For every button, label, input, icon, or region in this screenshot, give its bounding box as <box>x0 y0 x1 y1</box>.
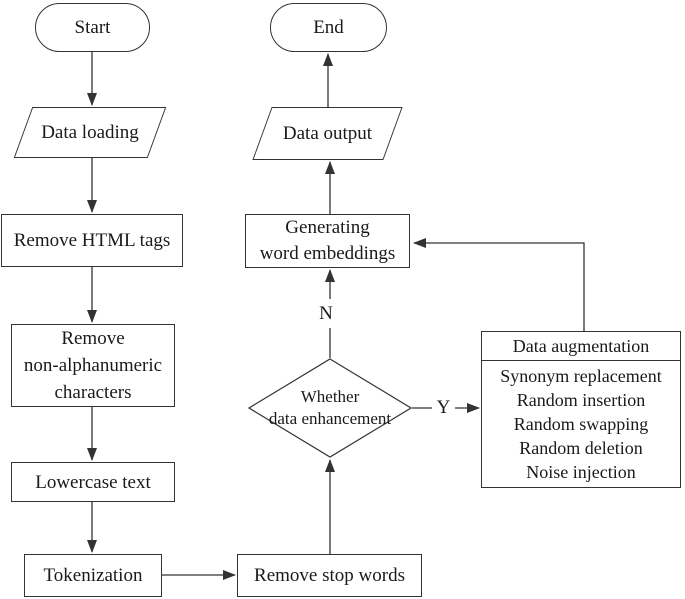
data-augmentation-item: Random insertion <box>516 390 646 410</box>
node-remove-html-tags: Remove HTML tags <box>1 214 183 267</box>
node-remove-non-alphanumeric: Remove non-alphanumeric characters <box>11 324 175 407</box>
node-remove-stop-words: Remove stop words <box>237 554 422 597</box>
node-decision-line2: data enhancement <box>268 409 392 428</box>
node-start: Start <box>35 3 150 52</box>
data-augmentation-item: Synonym replacement <box>500 366 662 386</box>
node-end-label: End <box>313 17 344 38</box>
node-lowercase-text: Lowercase text <box>11 462 175 502</box>
node-data-output-label: Data output <box>282 123 373 144</box>
node-generating-word-embeddings: Generating word embeddings <box>245 214 410 268</box>
data-augmentation-item: Random deletion <box>519 438 643 458</box>
edge-label-n: N <box>314 299 338 328</box>
node-remove-stop-words-label: Remove stop words <box>254 565 405 586</box>
node-start-label: Start <box>74 17 111 38</box>
node-end: End <box>270 3 387 52</box>
node-remove-non-alphanumeric-line1: Remove <box>61 328 125 349</box>
node-data-loading-label: Data loading <box>41 122 139 143</box>
node-data-output: Data output <box>252 107 403 160</box>
data-augmentation-title: Data augmentation <box>482 332 680 361</box>
node-data-loading: Data loading <box>13 107 167 158</box>
node-remove-non-alphanumeric-line3: characters <box>54 382 132 403</box>
node-lowercase-text-label: Lowercase text <box>35 471 151 493</box>
node-generating-word-embeddings-line2: word embeddings <box>259 243 396 264</box>
node-tokenization: Tokenization <box>24 554 162 597</box>
node-decision-line1: Whether <box>300 387 360 406</box>
data-augmentation-list: Synonym replacement Random insertion Ran… <box>482 361 680 487</box>
node-remove-non-alphanumeric-line2: non-alphanumeric <box>23 355 163 376</box>
node-remove-html-tags-label: Remove HTML tags <box>13 230 171 251</box>
node-decision-whether-data-enhancement: Whether data enhancement <box>248 358 412 458</box>
data-augmentation-item: Random swapping <box>513 414 649 434</box>
node-generating-word-embeddings-line1: Generating <box>285 217 370 238</box>
edge-augmentation-to-embeddings <box>413 238 585 331</box>
node-tokenization-label: Tokenization <box>43 565 143 586</box>
decision-diamond-shape <box>248 358 412 458</box>
node-data-augmentation: Data augmentation Synonym replacement Ra… <box>481 331 681 488</box>
data-augmentation-item: Noise injection <box>526 462 636 482</box>
edge-label-y: Y <box>432 394 455 421</box>
